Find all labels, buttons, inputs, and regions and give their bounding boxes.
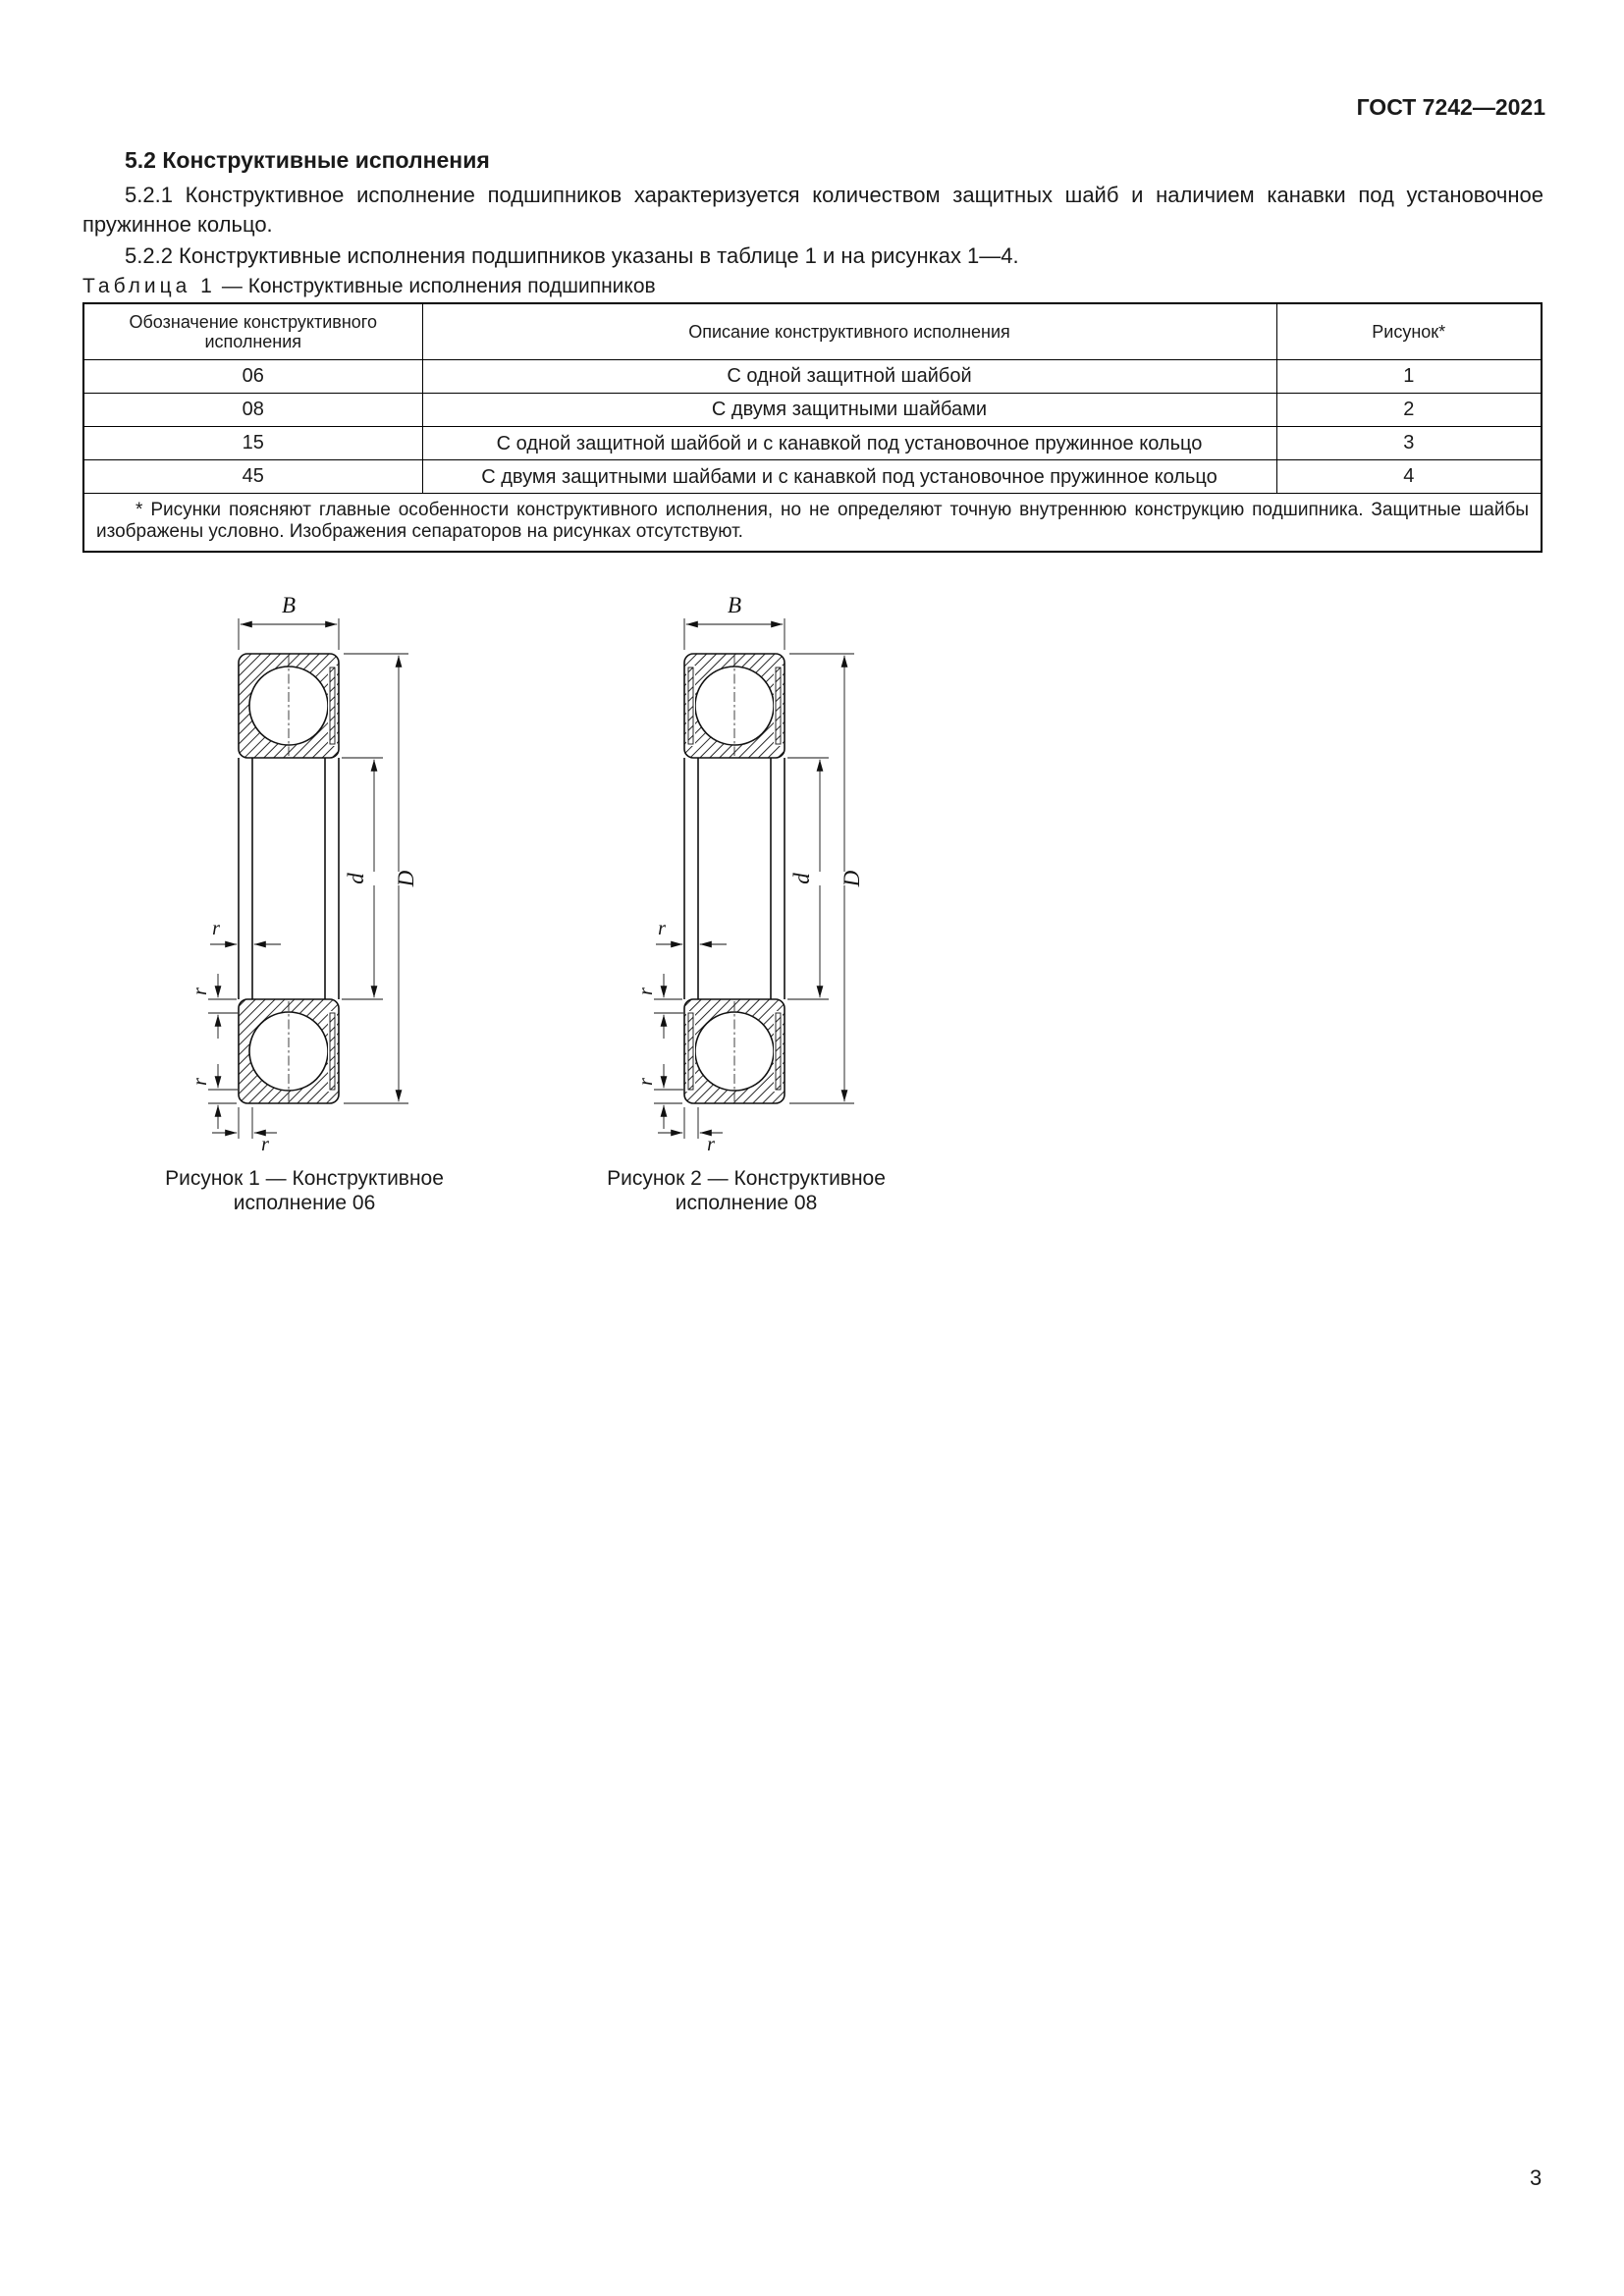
- top-shield-right: [774, 666, 783, 746]
- bottom-shield: [328, 1011, 337, 1092]
- dim-label-r: r: [261, 1134, 269, 1155]
- table-caption-label: Таблица 1: [82, 275, 216, 297]
- cell-description: С двумя защитными шайбами и с канавкой п…: [421, 459, 1277, 494]
- figure-1-caption: Рисунок 1 — Конструктивное исполнение 06: [165, 1167, 444, 1214]
- top-shield-left: [686, 666, 695, 746]
- bore-lines: [683, 758, 785, 999]
- dimension-outer-diameter-D: D: [344, 653, 418, 1104]
- table-row: 06 С одной защитной шайбой 1: [82, 359, 1543, 394]
- dimension-radius-r1: r: [210, 918, 281, 948]
- col-header-figure: Рисунок*: [1275, 302, 1543, 360]
- bearing-section-view: [683, 653, 785, 1104]
- cell-designation: 45: [82, 459, 423, 494]
- table-row: 45 С двумя защитными шайбами и с канавко…: [82, 459, 1543, 494]
- cell-designation: 08: [82, 393, 423, 427]
- dim-label-r: r: [189, 1078, 211, 1086]
- bearing-section-view: [238, 653, 340, 1104]
- dim-label-r: r: [635, 1078, 657, 1086]
- dim-label-D: D: [839, 870, 864, 887]
- table-header-row: Обозначение конструктивного исполнения О…: [82, 302, 1543, 360]
- bore-lines: [238, 758, 340, 999]
- bottom-shield-left: [686, 1011, 695, 1092]
- dim-label-D: D: [394, 870, 418, 887]
- dimensions: B D d r: [189, 593, 418, 1155]
- table-caption-text: — Конструктивные исполнения подшипников: [221, 275, 656, 297]
- page-number: 3: [1530, 2165, 1543, 2190]
- dimension-radius-r2: r: [635, 974, 683, 1039]
- col-header-description: Описание конструктивного исполнения: [421, 302, 1277, 360]
- table-row: 15 С одной защитной шайбой и с канавкой …: [82, 426, 1543, 460]
- dim-label-d: d: [344, 873, 368, 884]
- cell-description: С одной защитной шайбой: [421, 359, 1277, 394]
- dimension-outer-diameter-D: D: [789, 653, 864, 1104]
- cell-description: С двумя защитными шайбами: [421, 393, 1277, 427]
- table-footnote-row: * Рисунки поясняют главные особенности к…: [82, 493, 1543, 553]
- table-footnote: * Рисунки поясняют главные особенности к…: [82, 493, 1543, 553]
- doc-header-code: ГОСТ 7242—2021: [1356, 94, 1545, 120]
- cell-description: С одной защитной шайбой и с канавкой под…: [421, 426, 1277, 460]
- dim-label-r: r: [658, 918, 666, 939]
- dim-label-B: B: [282, 593, 296, 617]
- figure-2-drawing: B D d r: [635, 593, 864, 1155]
- dimension-bore-diameter-d: d: [342, 757, 383, 1000]
- table-row: 08 С двумя защитными шайбами 2: [82, 393, 1543, 427]
- dimension-width-B: B: [238, 593, 340, 650]
- dim-label-B: B: [728, 593, 741, 617]
- figure-1-drawing: B D d r: [189, 593, 418, 1155]
- dimension-radius-r3: r: [189, 1064, 238, 1129]
- dimension-width-B: B: [683, 593, 785, 650]
- col-header-designation: Обозначение конструктивного исполнения: [82, 302, 423, 360]
- paragraph-5-2-1: 5.2.1 Конструктивное исполнение подшипни…: [82, 183, 1543, 237]
- cell-designation: 15: [82, 426, 423, 460]
- cell-designation: 06: [82, 359, 423, 394]
- dimension-radius-r1: r: [656, 918, 727, 948]
- paragraph-5-2-2: 5.2.2 Конструктивные исполнения подшипни…: [125, 243, 1019, 268]
- dim-label-r: r: [189, 988, 211, 995]
- cell-figure: 3: [1275, 426, 1543, 460]
- dimension-bore-diameter-d: d: [787, 757, 829, 1000]
- dimensions: B D d r: [635, 593, 864, 1155]
- top-shield: [328, 666, 337, 746]
- table-caption: Таблица 1— Конструктивные исполнения под…: [82, 275, 656, 298]
- dim-label-d: d: [789, 873, 814, 884]
- section-heading: 5.2 Конструктивные исполнения: [125, 147, 490, 173]
- cell-figure: 1: [1275, 359, 1543, 394]
- cell-figure: 4: [1275, 459, 1543, 494]
- dim-label-r: r: [212, 918, 220, 939]
- dimension-radius-r3: r: [635, 1064, 683, 1129]
- figure-2-caption: Рисунок 2 — Конструктивное исполнение 08: [607, 1167, 886, 1214]
- designs-table: Обозначение конструктивного исполнения О…: [82, 302, 1543, 553]
- dim-label-r: r: [707, 1134, 715, 1155]
- dimension-radius-r2: r: [189, 974, 238, 1039]
- dim-label-r: r: [635, 988, 657, 995]
- dimension-radius-r4: r: [212, 1107, 277, 1155]
- dimension-radius-r4: r: [658, 1107, 723, 1155]
- cell-figure: 2: [1275, 393, 1543, 427]
- bottom-shield-right: [774, 1011, 783, 1092]
